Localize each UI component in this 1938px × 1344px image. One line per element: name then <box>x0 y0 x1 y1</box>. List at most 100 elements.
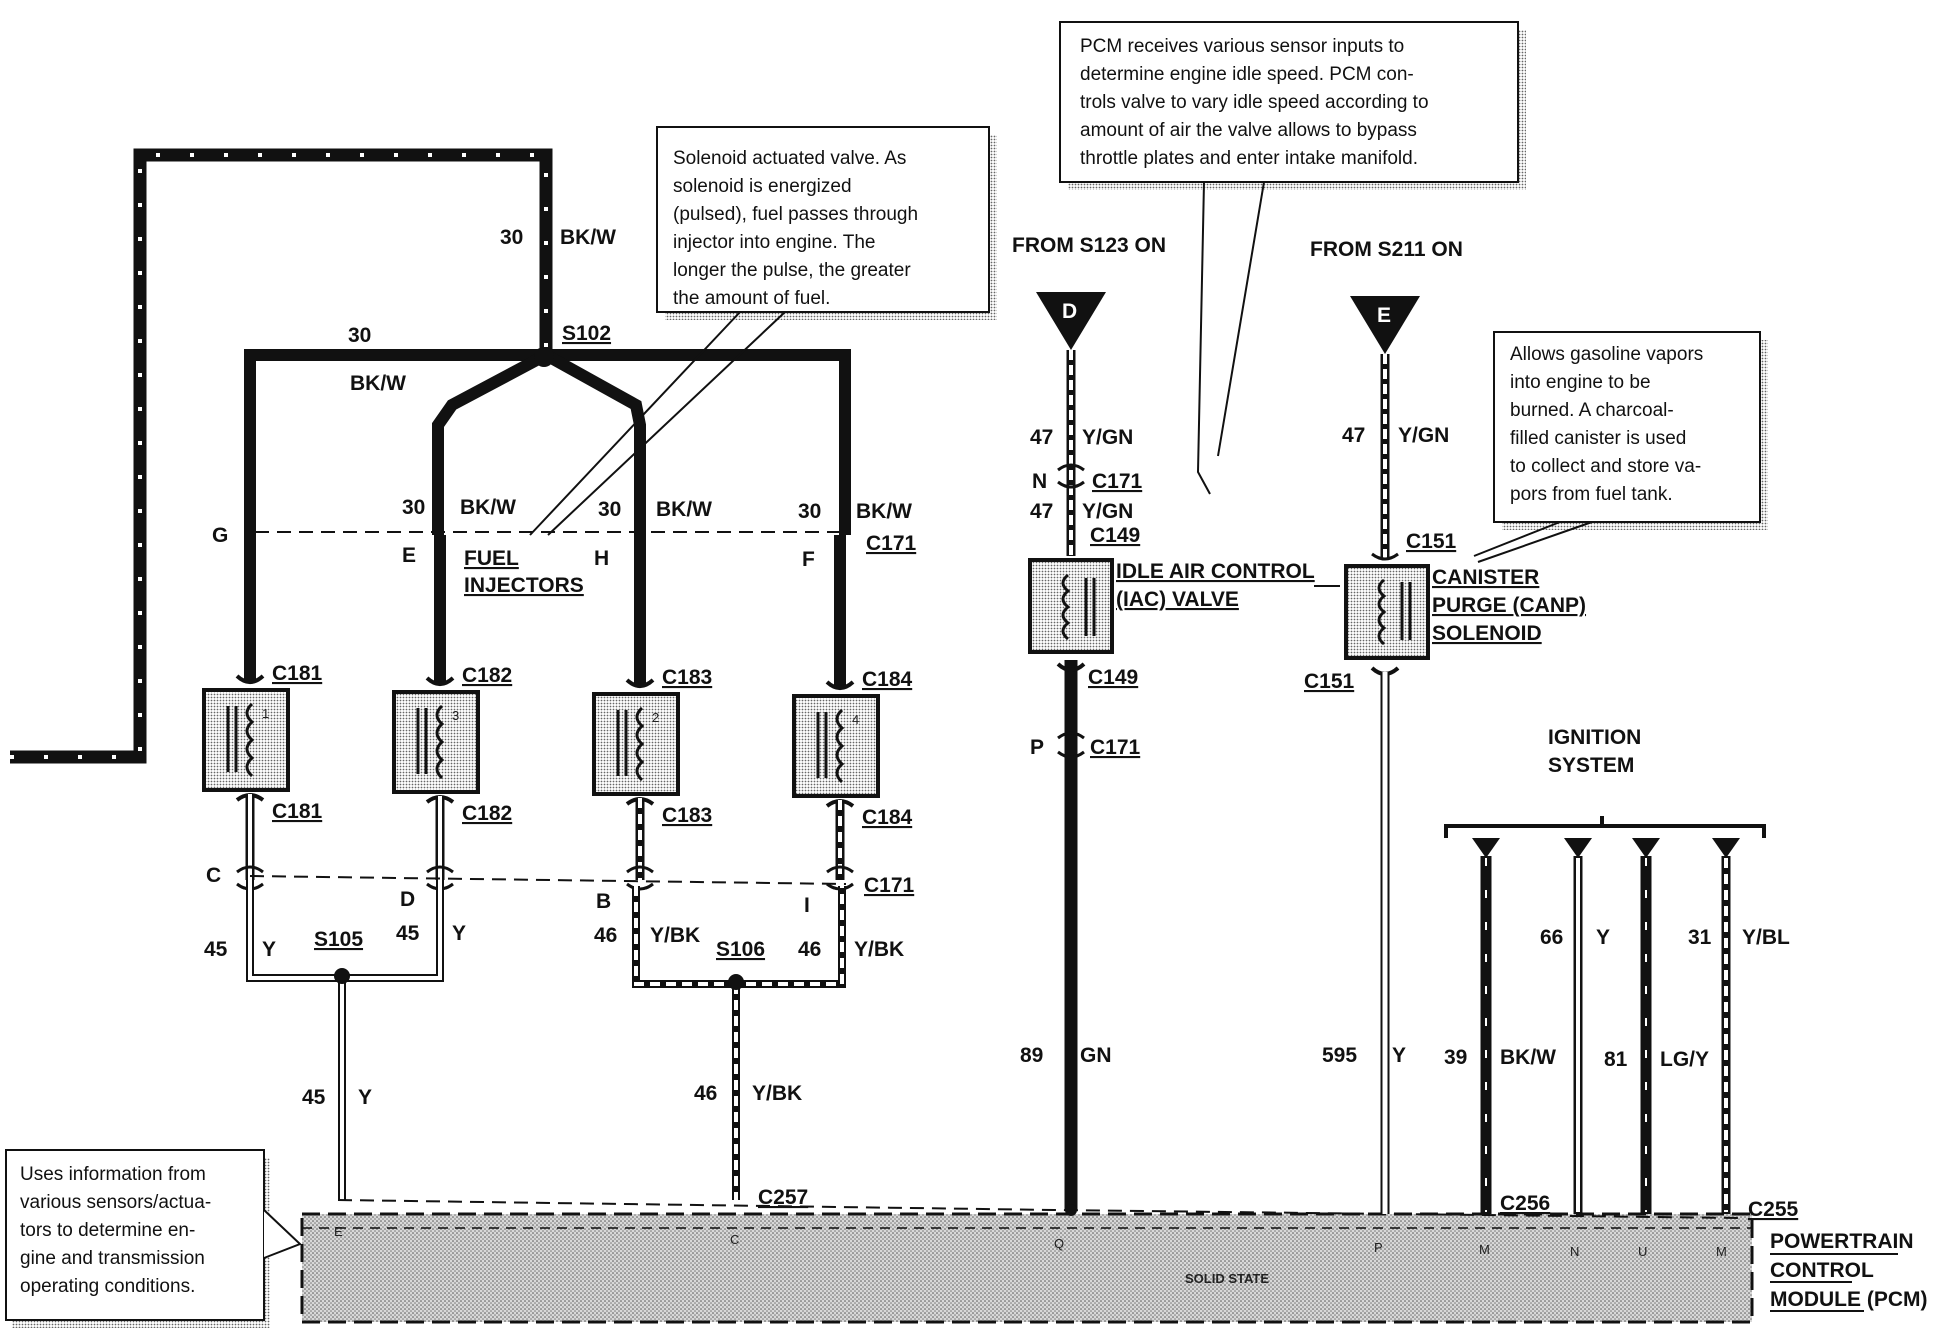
pcm-pin: E <box>334 1224 343 1239</box>
pcm-pin: Q <box>1054 1236 1064 1251</box>
wire-number: 47 <box>1030 426 1053 449</box>
wire-color: Y <box>452 922 466 945</box>
c171-label: C171 <box>866 532 917 555</box>
wire-color: Y <box>1596 926 1610 949</box>
wire-number: 30 <box>402 496 425 519</box>
marker-e-triangle <box>1350 296 1420 354</box>
pin-e: E <box>402 544 416 567</box>
wire-color: GN <box>1080 1044 1112 1067</box>
c151-label: C151 <box>1304 670 1355 693</box>
wire-number: 31 <box>1688 926 1712 949</box>
wire-number: 66 <box>1540 926 1563 949</box>
connector-n <box>1057 463 1085 489</box>
wire-number: 47 <box>1342 424 1365 447</box>
injector-number: 3 <box>452 708 459 723</box>
pcm-pin: U <box>1638 1244 1647 1259</box>
wire-color: Y/BK <box>854 938 904 961</box>
splice-wires <box>246 880 846 1200</box>
wire-number: 595 <box>1322 1044 1357 1067</box>
ignition-label: SYSTEM <box>1548 754 1634 777</box>
injector-connector-top: C184 <box>862 668 913 691</box>
pin-p: P <box>1030 736 1044 759</box>
svg-text:(pulsed), fuel passes through: (pulsed), fuel passes through <box>673 204 918 225</box>
wire-color: BK/W <box>1500 1046 1556 1069</box>
c257-label: C257 <box>758 1186 808 1209</box>
pin-d: D <box>400 888 415 911</box>
wire-number: 45 <box>204 938 228 961</box>
c256-label: C256 <box>1500 1192 1550 1215</box>
svg-text:determine engine idle speed.: determine engine idle speed. PCM con- <box>1080 64 1414 85</box>
svg-text:pors from fuel tank.: pors from fuel tank. <box>1510 484 1673 505</box>
pin-i: I <box>804 894 810 917</box>
c149-label: C149 <box>1088 666 1138 689</box>
c149-label: C149 <box>1090 524 1140 547</box>
pin-b: B <box>596 890 611 913</box>
injector-connector-bottom: C184 <box>862 806 913 829</box>
pcm-label: CONTROL <box>1770 1259 1874 1282</box>
injector-number: 1 <box>262 706 269 721</box>
svg-text:Allows gasoline vapors: Allows gasoline vapors <box>1510 344 1703 365</box>
wire-color: BK/W <box>350 372 406 395</box>
pcm-pin: M <box>1716 1244 1727 1259</box>
injector-connector-bottom: C181 <box>272 800 323 823</box>
splice-s102 <box>534 347 554 367</box>
wire-number: 47 <box>1030 500 1053 523</box>
fuel-injector-body <box>592 692 680 796</box>
pcm-idle-note: PCM receives various sensor inputs to de… <box>1059 21 1526 495</box>
c255-label: C255 <box>1748 1198 1799 1221</box>
svg-text:amount of air the valve allows: amount of air the valve allows to bypass <box>1080 120 1417 141</box>
power-feed-wire <box>10 148 851 764</box>
pcm-pin: P <box>1374 1240 1383 1255</box>
splice-s106 <box>728 974 744 990</box>
svg-text:tors to determine en-: tors to determine en- <box>20 1220 195 1241</box>
wire-color: BK/W <box>856 500 912 523</box>
pcm-pin: C <box>730 1232 739 1247</box>
fuel-injector-body <box>392 690 480 794</box>
svg-text:burned. A charcoal-: burned. A charcoal- <box>1510 400 1674 421</box>
wire-number: 89 <box>1020 1044 1043 1067</box>
svg-text:into engine to be: into engine to be <box>1510 372 1651 393</box>
injector-number: 4 <box>852 712 859 727</box>
svg-text:Uses information from: Uses information from <box>20 1164 206 1185</box>
iac-label: (IAC) VALVE <box>1116 588 1239 611</box>
svg-text:throttle plates and enter inta: throttle plates and enter intake manifol… <box>1080 148 1418 169</box>
wire-number: 30 <box>798 500 821 523</box>
wire-number: 30 <box>598 498 621 521</box>
canp-label: SOLENOID <box>1432 622 1542 645</box>
pcm-label: POWERTRAIN <box>1770 1230 1914 1253</box>
from-s123-label: FROM S123 ON <box>1012 234 1166 257</box>
injector-connector-bottom: C182 <box>462 802 512 825</box>
wire-color: Y <box>1392 1044 1406 1067</box>
wire-color: Y/GN <box>1082 426 1133 449</box>
canp-label: CANISTER <box>1432 566 1539 589</box>
wire-color: Y/BK <box>650 924 700 947</box>
canp-label: PURGE (CANP) <box>1432 594 1586 617</box>
wire-number: 81 <box>1604 1048 1628 1071</box>
splice-s105 <box>334 968 350 984</box>
ignition-wires <box>1472 838 1740 1214</box>
pin-h: H <box>594 547 609 570</box>
iac-valve-body <box>1028 558 1114 654</box>
wire-color: BK/W <box>656 498 712 521</box>
injector-note: Solenoid actuated valve. As solenoid is … <box>529 126 997 536</box>
wire-number: 39 <box>1444 1046 1467 1069</box>
svg-text:operating conditions.: operating conditions. <box>20 1276 195 1297</box>
pcm-label: MODULE (PCM) <box>1770 1288 1927 1311</box>
c151-label: C151 <box>1406 530 1457 553</box>
fuel-injector-body <box>202 688 290 792</box>
svg-text:the amount of fuel.: the amount of fuel. <box>673 288 830 309</box>
ignition-bracket <box>1444 816 1766 838</box>
wire-color: BK/W <box>560 226 616 249</box>
c171-lower-line <box>249 875 847 885</box>
injector-connector-top: C181 <box>272 662 323 685</box>
injector-connector-top: C183 <box>662 666 712 689</box>
svg-text:gine and transmission: gine and transmission <box>20 1248 205 1269</box>
marker-d-triangle <box>1036 292 1106 350</box>
marker-e: E <box>1377 304 1391 327</box>
wire-number: 46 <box>694 1082 717 1105</box>
svg-text:longer the pulse, the greater: longer the pulse, the greater <box>673 260 911 281</box>
svg-text:PCM receives various sensor in: PCM receives various sensor inputs to <box>1080 36 1404 57</box>
c171-label: C171 <box>1090 736 1141 759</box>
pin-g: G <box>212 524 228 547</box>
